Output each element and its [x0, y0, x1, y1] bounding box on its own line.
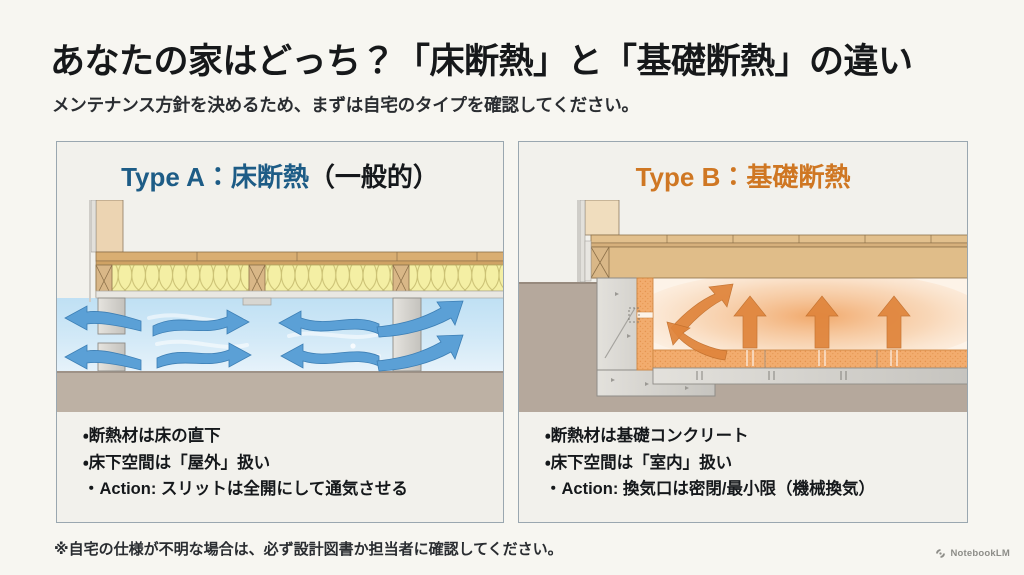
vent-opening-b: [636, 311, 654, 319]
arrow-a-exit-lower: [376, 334, 464, 372]
floor-insulation-batt-a: [95, 264, 503, 292]
arrow-b-rise-1: [733, 295, 767, 349]
diagram-floor-insulation: [57, 200, 503, 412]
arrow-a-exit-upper: [376, 300, 464, 338]
notebooklm-brand: NotebookLM: [935, 548, 1010, 559]
arrow-a-right-lower: [280, 343, 380, 369]
bullet-a-3: ・Action: スリットは全開にして通気させる: [83, 480, 408, 499]
bullet-b-1: ・断熱材は基礎コンクリート: [545, 427, 749, 445]
concrete-slab-b: [652, 367, 967, 385]
exterior-wall-b: [584, 200, 620, 236]
panel-a-bullets: ・断熱材は床の直下 ・床下空間は「屋外」扱い ・Action: スリットは全開に…: [83, 423, 491, 503]
panel-a-heading: Type A：床断熱（一般的）: [57, 157, 503, 194]
ground-soil-outside-b: [519, 282, 597, 412]
panel-b-heading-main: Type B：基礎断熱: [635, 162, 851, 192]
slab-rebar-ticks-b: [696, 371, 847, 380]
warm-air-arrows-b: [666, 283, 911, 361]
arrow-a-center-upper: [152, 309, 250, 337]
floor-board-a: [95, 251, 503, 262]
notebooklm-logo-icon: [936, 549, 946, 558]
wall-sheathing-b: [584, 240, 592, 282]
diagram-foundation-insulation: [519, 200, 967, 412]
floor-sill-plate-a: [95, 290, 503, 299]
panel-b-heading: Type B：基礎断熱: [519, 157, 967, 194]
air-highlight-a: [350, 343, 356, 349]
panel-a-heading-main: Type A：床断熱: [121, 162, 309, 192]
floor-board-b: [590, 234, 967, 244]
arrow-b-rise-3: [877, 295, 911, 349]
floor-insulation-svg: [57, 200, 503, 412]
page-subtitle: メンテナンス方針を決めるため、まずは自宅のタイプを確認してください。: [52, 95, 639, 115]
bullet-b-3: ・Action: 換気口は密閉/最小限（機械換気）: [545, 480, 875, 499]
warm-air-glow-b: [629, 270, 967, 366]
panel-type-a: Type A：床断熱（一般的）: [56, 141, 504, 523]
page-title: あなたの家はどっち？「床断熱」と「基礎断熱」の違い: [50, 42, 913, 81]
bullet-a-1: ・断熱材は床の直下: [83, 427, 221, 445]
center-footing-cap-a: [242, 297, 272, 306]
arrow-tail-marks-b: [746, 350, 898, 366]
rebar-diagonal-b: [604, 307, 636, 359]
arrow-b-curl-left: [666, 321, 728, 361]
bullet-a-2: ・床下空間は「屋外」扱い: [83, 453, 271, 472]
panel-b-bullets: ・断熱材は基礎コンクリート ・床下空間は「室内」扱い ・Action: 換気口は…: [545, 423, 955, 503]
panel-type-b: Type B：基礎断熱: [518, 141, 968, 523]
foundation-insulation-board-b: [636, 277, 654, 371]
airflow-arrows-a: [64, 300, 464, 372]
floor-board-joints-a: [196, 252, 478, 261]
bullet-b-2: ・床下空間は「室内」扱い: [545, 453, 733, 472]
arrow-a-left-lower: [64, 344, 142, 371]
vent-duct-outline-b: [628, 307, 640, 323]
arrow-a-left-upper: [64, 305, 142, 332]
floor-joist-band-b: [590, 246, 967, 279]
floor-board-joints-b: [666, 235, 932, 243]
notebooklm-label: NotebookLM: [950, 548, 1010, 559]
panel-a-heading-sub: （一般的）: [308, 162, 439, 192]
footnote: ※自宅の仕様が不明な場合は、必ず設計図書か担当者に確認してください。: [54, 541, 563, 558]
ground-soil-a: [57, 371, 503, 412]
arrow-a-center-lower: [156, 342, 252, 369]
arrow-b-rise-2: [805, 295, 839, 349]
exterior-wall-a: [95, 200, 124, 253]
slab-joints-b: [764, 350, 878, 368]
end-joist-b: [590, 246, 610, 279]
foundation-insulation-svg: [519, 200, 967, 412]
floor-joists-a: [95, 264, 410, 298]
arrow-b-up-right: [670, 283, 734, 339]
arrow-a-right-upper: [278, 310, 380, 336]
concrete-hatch-marks-b: [611, 292, 689, 390]
